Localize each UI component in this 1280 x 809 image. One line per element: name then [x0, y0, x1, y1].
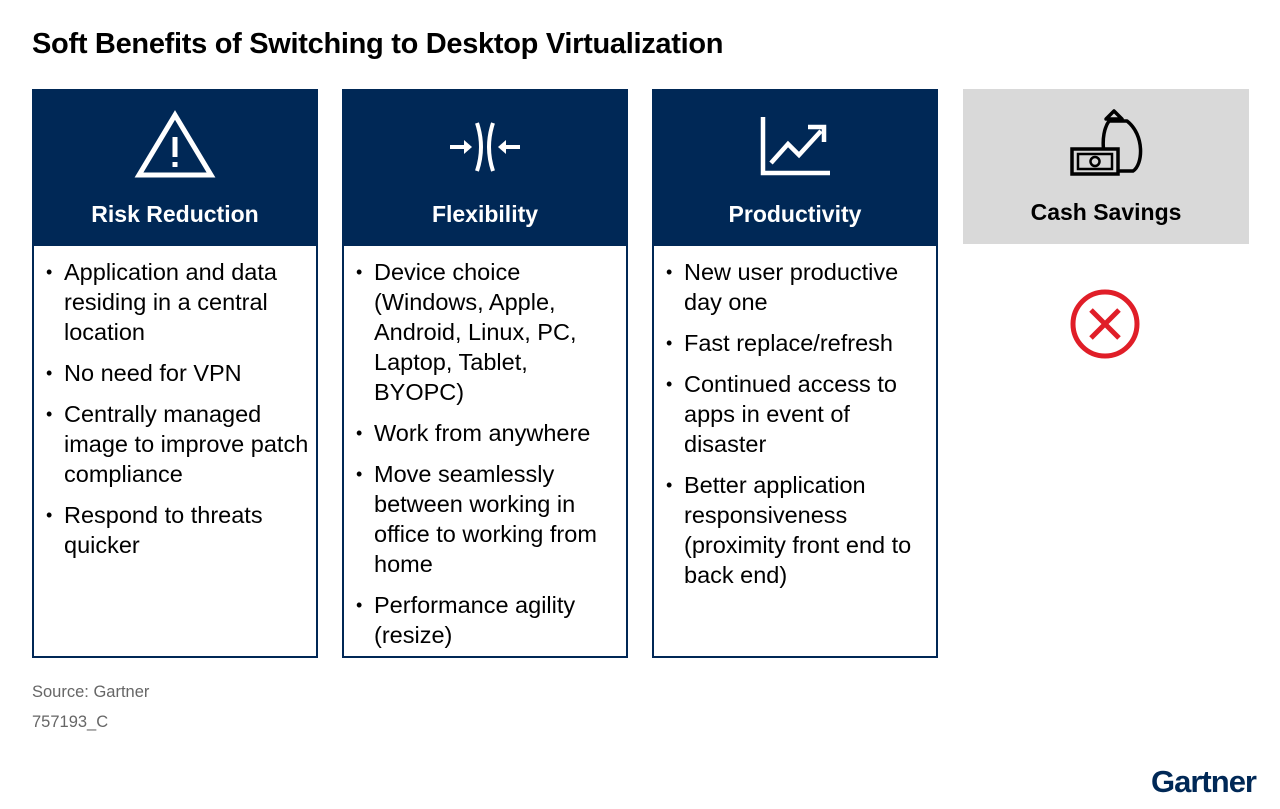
- list-item: •Application and data residing in a cent…: [46, 259, 277, 345]
- list-item: •Fast replace/refresh: [666, 330, 893, 356]
- warning-triangle-icon: [130, 109, 220, 185]
- card-title: Productivity: [728, 201, 862, 227]
- gartner-logo: Gartner: [1151, 764, 1257, 799]
- list-item: •Continued access to apps in event of di…: [666, 371, 897, 457]
- benefit-list: •New user productive day one •Fast repla…: [664, 257, 930, 601]
- page-title: Soft Benefits of Switching to Desktop Vi…: [32, 28, 724, 60]
- card-cash-savings: Cash Savings: [963, 89, 1249, 244]
- list-item: •Better application responsiveness (prox…: [666, 472, 912, 588]
- card-productivity: Productivity •New user productive day on…: [652, 89, 938, 658]
- benefit-list: •Application and data residing in a cent…: [44, 257, 310, 571]
- arrows-inward-icon: [440, 109, 530, 185]
- list-item: •Respond to threats quicker: [46, 502, 263, 558]
- card-title: Flexibility: [431, 201, 539, 227]
- card-header: Risk Reduction: [34, 91, 316, 246]
- red-x-circle-icon: [1069, 288, 1141, 360]
- card-title: Cash Savings: [1030, 199, 1182, 225]
- card-header: Flexibility: [344, 91, 626, 246]
- card-header: Productivity: [654, 91, 936, 246]
- list-item: •Centrally managed image to improve patc…: [46, 401, 309, 487]
- list-item: •No need for VPN: [46, 360, 242, 386]
- list-item: •Move seamlessly between working in offi…: [356, 461, 597, 577]
- source-note: Source: Gartner: [32, 683, 150, 701]
- card-risk-reduction: Risk Reduction •Application and data res…: [32, 89, 318, 658]
- trend-up-chart-icon: [750, 109, 840, 185]
- money-bag-icon: [1061, 107, 1151, 183]
- list-item: •Work from anywhere: [356, 420, 591, 446]
- card-flexibility: Flexibility •Device choice (Windows, App…: [342, 89, 628, 658]
- list-item: •New user productive day one: [666, 259, 899, 315]
- list-item: •Device choice (Windows, Apple, Android,…: [356, 259, 577, 405]
- benefit-list: •Device choice (Windows, Apple, Android,…: [354, 257, 620, 661]
- figure-code: 757193_C: [32, 713, 109, 731]
- card-header: Cash Savings: [963, 89, 1249, 244]
- list-item: •Performance agility (resize): [356, 592, 576, 648]
- card-title: Risk Reduction: [91, 201, 259, 227]
